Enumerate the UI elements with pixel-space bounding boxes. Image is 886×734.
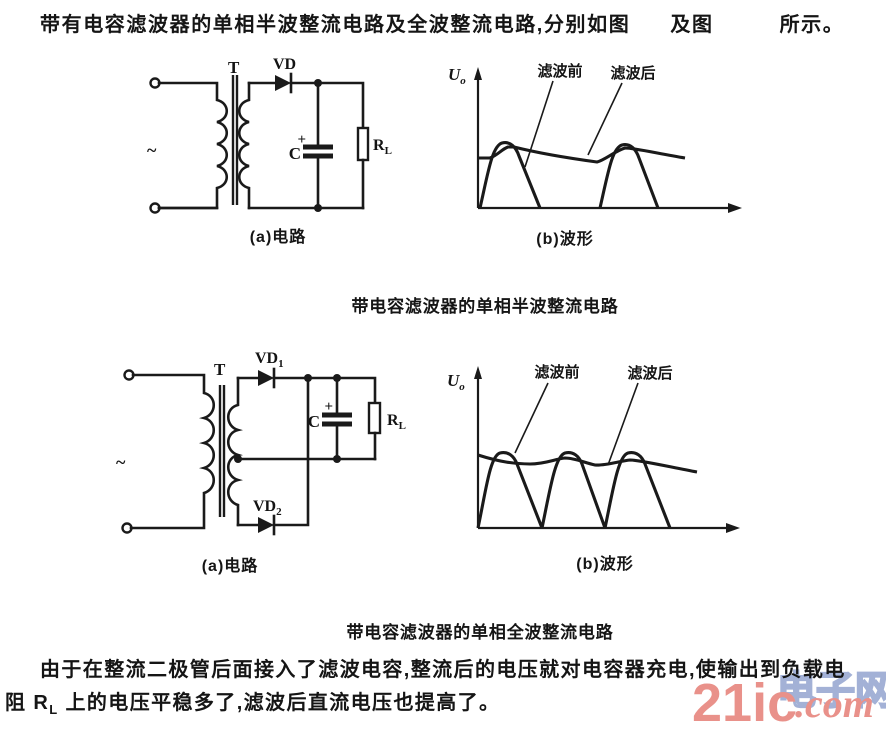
capacitor-polarity: +: [297, 132, 306, 148]
after-filter-label: 滤波后: [610, 64, 655, 82]
junction-dot-cap-bottom: [333, 455, 341, 463]
load-resistor: [367, 401, 382, 435]
before-filter-leader: [514, 382, 549, 454]
capacitor-polarity: +: [324, 399, 333, 415]
half-wave-circuit-diagram: ~ T VD RL + C: [147, 56, 392, 214]
rectified-pulse-2: [598, 143, 660, 209]
rectified-pulse-1: [476, 451, 544, 529]
diode2-triangle: [258, 517, 274, 533]
after-filter-leader: [587, 82, 623, 156]
fig1-title: 带电容滤波器的单相半波整流电路: [351, 297, 619, 316]
intro-sentence: 带有电容滤波器的单相半波整流电路及全波整流电路,分别如图 及图 所示。: [40, 8, 844, 37]
fig1-circuit-caption: (a)电路: [249, 229, 307, 246]
fig2-circuit-caption: (a)电路: [201, 558, 259, 575]
full-wave-waveform-plot: Uo 滤波前 滤波后: [447, 363, 740, 533]
ac-source-label: ~: [147, 140, 157, 160]
rectified-pulse-3: [603, 451, 672, 529]
fig1-wave-caption: (b)波形: [536, 231, 594, 248]
paragraph-line2: 阻 RL 上的电压平稳多了,滤波后直流电压也提高了。: [5, 686, 500, 717]
junction-dot-center-tap: [234, 455, 242, 463]
before-filter-label: 滤波前: [537, 62, 582, 80]
wire-diode-to-load: [289, 81, 365, 130]
y-axis-arrow: [474, 67, 482, 80]
fig2-wave-caption: (b)波形: [576, 556, 634, 573]
filtered-output-curve: [477, 453, 698, 474]
transformer-secondary-winding: [226, 376, 243, 527]
diode-label: VD: [273, 56, 296, 73]
junction-dot-bottom: [314, 204, 322, 212]
junction-dot-cap-top: [333, 374, 341, 382]
rectified-pulse-1: [478, 141, 542, 209]
watermark-domain-suffix: .com: [795, 681, 874, 726]
diode-triangle: [275, 75, 291, 91]
y-axis-label: Uo: [448, 65, 466, 87]
paragraph-line2-post: 上的电压平稳多了,滤波后直流电压也提高了。: [58, 692, 501, 714]
fig2-title: 带电容滤波器的单相全波整流电路: [346, 623, 614, 642]
paragraph-line2-pre: 阻 R: [5, 692, 50, 714]
load-resistor: [356, 126, 370, 162]
after-filter-label: 滤波后: [627, 364, 672, 382]
diode1-triangle: [258, 370, 274, 386]
ac-source-label: ~: [116, 452, 126, 472]
transformer-label: T: [214, 360, 226, 379]
intro-part1: 带有电容滤波器的单相半波整流电路及全波整流电路,分别如图: [40, 14, 631, 36]
resistor-subscript: L: [49, 702, 59, 717]
full-wave-circuit-diagram: ~ T VD1 VD2 + C RL: [116, 350, 406, 536]
x-axis-arrow: [726, 523, 740, 533]
intro-part3: 所示。: [779, 14, 845, 36]
filtered-output-curve: [478, 145, 686, 164]
transformer-secondary-winding: [237, 81, 251, 210]
transformer-primary-winding: [157, 81, 229, 210]
before-filter-leader: [524, 80, 554, 168]
capacitor-label: C: [289, 144, 301, 163]
wire-diode2-to-node: [272, 376, 310, 527]
transformer-label: T: [228, 58, 240, 77]
watermark-site-name: 电子网: [776, 669, 886, 714]
y-axis-label: Uo: [447, 371, 465, 393]
load-resistor-label: RL: [387, 412, 406, 432]
diode1-label: VD1: [255, 350, 284, 370]
junction-dot-diodes: [304, 374, 312, 382]
junction-dot-top: [314, 79, 322, 87]
x-axis-arrow: [728, 203, 742, 213]
transformer-primary-winding: [129, 373, 216, 530]
load-resistor-label: RL: [373, 137, 392, 157]
diode2-label: VD2: [253, 498, 282, 518]
capacitor-label: C: [308, 412, 320, 431]
y-axis-arrow: [474, 366, 482, 379]
paragraph-line1: 由于在整流二极管后面接入了滤波电容,整流后的电压就对电容器充电,使输出到负载电: [40, 659, 846, 681]
half-wave-waveform-plot: Uo 滤波前 滤波后: [448, 62, 742, 213]
before-filter-label: 滤波前: [534, 363, 579, 381]
after-filter-leader: [607, 382, 639, 466]
intro-part2: 及图: [670, 14, 714, 36]
